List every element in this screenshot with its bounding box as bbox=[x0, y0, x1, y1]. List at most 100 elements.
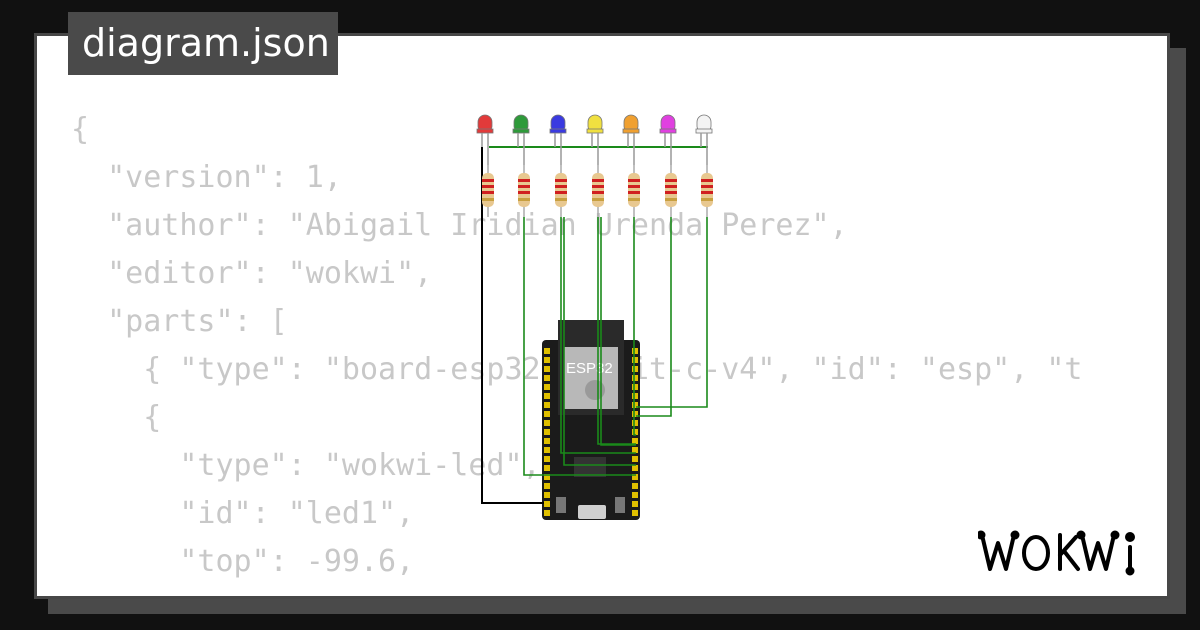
led-base bbox=[695, 128, 713, 134]
pin bbox=[632, 483, 638, 489]
page-title: diagram.json bbox=[68, 12, 338, 75]
led-magenta bbox=[659, 114, 677, 165]
pin bbox=[632, 348, 638, 354]
resistor bbox=[701, 165, 713, 217]
resistor bbox=[628, 165, 640, 217]
espressif-logo-icon bbox=[585, 380, 605, 400]
resistor-body bbox=[592, 173, 604, 207]
circuit-diagram: ESP32 bbox=[476, 114, 713, 520]
signal-wire bbox=[560, 217, 636, 454]
pin bbox=[544, 456, 550, 462]
signal-wire bbox=[600, 217, 636, 446]
pin bbox=[544, 438, 550, 444]
led-blue bbox=[549, 114, 567, 165]
pin bbox=[544, 474, 550, 480]
module-shield bbox=[564, 347, 618, 409]
resistor-band bbox=[482, 198, 494, 201]
pin bbox=[632, 501, 638, 507]
resistor-body bbox=[482, 173, 494, 207]
led-orange bbox=[622, 114, 640, 165]
resistor-band bbox=[518, 179, 530, 182]
resistor-band bbox=[701, 179, 713, 182]
signal-wire bbox=[597, 217, 636, 445]
code-line: { bbox=[71, 112, 90, 147]
pin bbox=[544, 411, 550, 417]
resistor bbox=[665, 165, 677, 217]
resistor-band bbox=[555, 185, 567, 188]
boot-button[interactable] bbox=[556, 497, 566, 513]
pin bbox=[544, 393, 550, 399]
en-button[interactable] bbox=[615, 497, 625, 513]
signal-wire bbox=[636, 217, 672, 417]
resistor-band bbox=[482, 185, 494, 188]
code-line: "version": 1, bbox=[71, 160, 342, 195]
resistor-band bbox=[701, 185, 713, 188]
resistor-band bbox=[518, 191, 530, 194]
resistors bbox=[482, 165, 713, 217]
led-base bbox=[659, 128, 677, 134]
led-yellow bbox=[586, 114, 604, 165]
usb-chip bbox=[574, 457, 606, 477]
pin bbox=[632, 465, 638, 471]
resistor-body bbox=[555, 173, 567, 207]
pin bbox=[544, 465, 550, 471]
pin bbox=[632, 447, 638, 453]
resistor-band bbox=[555, 179, 567, 182]
pin bbox=[632, 402, 638, 408]
led-base bbox=[476, 128, 494, 134]
code-line: "parts": [ bbox=[71, 304, 288, 339]
resistor-body bbox=[518, 173, 530, 207]
resistor-band bbox=[592, 198, 604, 201]
leds bbox=[476, 114, 713, 165]
pin bbox=[544, 492, 550, 498]
pin bbox=[632, 384, 638, 390]
pin bbox=[632, 429, 638, 435]
code-line: "left": -65.4, bbox=[71, 592, 432, 596]
gnd-wire bbox=[481, 147, 544, 504]
pin-header-left bbox=[544, 348, 550, 516]
resistor-body bbox=[628, 173, 640, 207]
code-line: "author": "Abigail Iridian Urenda Perez"… bbox=[71, 208, 848, 243]
pin bbox=[632, 411, 638, 417]
led-base bbox=[622, 128, 640, 134]
signal-wire bbox=[563, 217, 636, 466]
resistor-band bbox=[555, 198, 567, 201]
resistor-band bbox=[628, 198, 640, 201]
resistor-band bbox=[482, 191, 494, 194]
code-line: "type": "wokwi-led", bbox=[71, 448, 541, 483]
resistor-band bbox=[482, 179, 494, 182]
pin bbox=[544, 384, 550, 390]
code-line: { bbox=[71, 400, 162, 435]
pin bbox=[632, 492, 638, 498]
resistor-band bbox=[701, 191, 713, 194]
led-white bbox=[695, 114, 713, 165]
wokwi-logo bbox=[978, 530, 1135, 576]
resistor-band bbox=[592, 185, 604, 188]
resistor-band bbox=[518, 198, 530, 201]
pin-header-right bbox=[632, 348, 638, 516]
resistor bbox=[592, 165, 604, 217]
pin bbox=[632, 510, 638, 516]
pin bbox=[632, 456, 638, 462]
pin bbox=[544, 357, 550, 363]
pin bbox=[544, 366, 550, 372]
usb-port[interactable] bbox=[578, 505, 606, 519]
pin bbox=[544, 483, 550, 489]
resistor bbox=[482, 165, 494, 217]
pin bbox=[632, 420, 638, 426]
resistor-band bbox=[592, 191, 604, 194]
resistor-band bbox=[555, 191, 567, 194]
board-label: ESP32 bbox=[566, 360, 613, 377]
signal-wire bbox=[633, 217, 636, 436]
pin bbox=[544, 348, 550, 354]
esp32-board[interactable]: ESP32 bbox=[542, 320, 640, 520]
pin bbox=[632, 438, 638, 444]
resistor bbox=[555, 165, 567, 217]
resistor bbox=[518, 165, 530, 217]
pin bbox=[544, 402, 550, 408]
signal-wire bbox=[636, 217, 708, 408]
resistor-band bbox=[665, 198, 677, 201]
resistor-body bbox=[665, 173, 677, 207]
resistor-band bbox=[628, 185, 640, 188]
resistor-band bbox=[665, 191, 677, 194]
